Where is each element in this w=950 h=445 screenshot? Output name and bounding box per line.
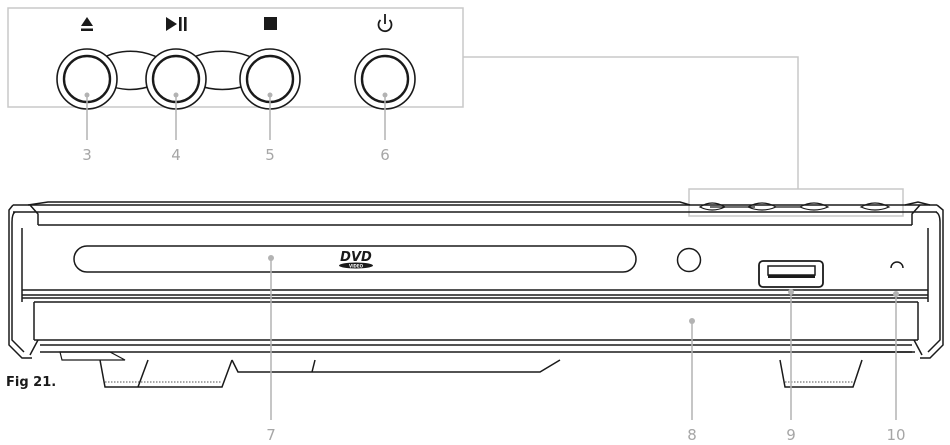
- disc-tray-slot[interactable]: [73, 245, 637, 273]
- dvd-player-body: [8, 188, 944, 388]
- button-panel-enlargement: 3 4 5 6: [7, 7, 799, 189]
- callout-8: 8: [687, 426, 697, 444]
- stop-button[interactable]: [239, 17, 301, 110]
- dvd-video-logo: DVD VIDEO: [339, 250, 373, 269]
- power-icon: [377, 14, 393, 33]
- callout-10: 10: [886, 426, 905, 444]
- usb-port-icon[interactable]: [758, 260, 824, 288]
- callout-7: 7: [266, 426, 276, 444]
- play-pause-icon: [166, 17, 187, 31]
- standby-indicator-icon: [890, 261, 904, 269]
- eject-icon: [81, 17, 93, 31]
- remote-sensor-icon: [676, 247, 702, 273]
- callout-6: 6: [380, 146, 390, 164]
- svg-text:DVD: DVD: [340, 250, 372, 265]
- figure-caption: Fig 21.: [6, 375, 56, 390]
- top-buttons-mini: [698, 202, 891, 211]
- svg-text:VIDEO: VIDEO: [349, 264, 364, 269]
- callout-5: 5: [265, 146, 275, 164]
- callout-3: 3: [82, 146, 92, 164]
- callout-9: 9: [786, 426, 796, 444]
- callout-4: 4: [171, 146, 181, 164]
- stop-icon: [264, 17, 277, 30]
